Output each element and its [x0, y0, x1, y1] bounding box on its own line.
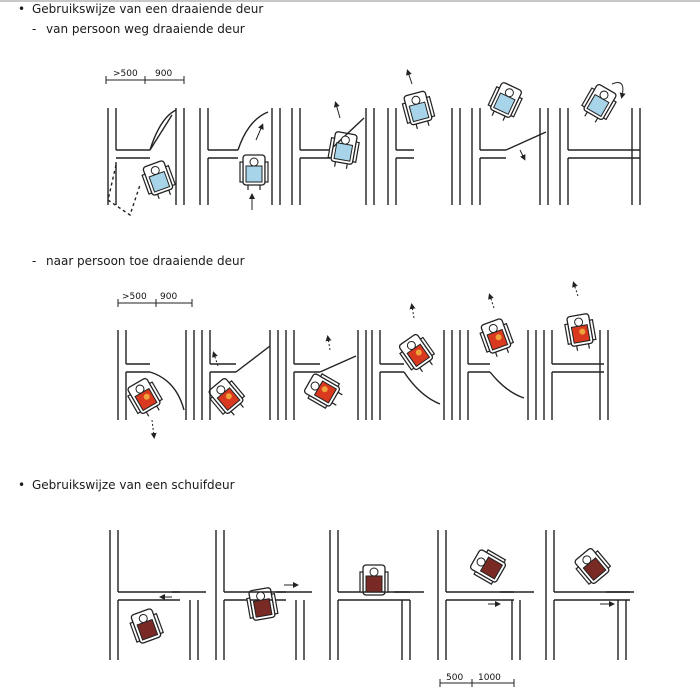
dimension-right-label: 900 [160, 292, 177, 302]
dash-marker: - [32, 254, 37, 268]
heading-revolving-door: Gebruikswijze van een draaiende deur [32, 2, 264, 16]
subheading-door-toward: naar persoon toe draaiende deur [46, 254, 245, 268]
dimension-marker-row3 [439, 679, 515, 687]
dimension-left-label: 500 [446, 673, 463, 683]
dimension-marker-row1 [105, 76, 185, 84]
dimension-left-label: >500 [113, 69, 138, 79]
dimension-right-label: 1000 [478, 673, 501, 683]
door-sequence-sliding [109, 530, 634, 660]
dimension-left-label: >500 [122, 292, 147, 302]
bullet-marker: • [18, 2, 26, 16]
bullet-marker: • [18, 478, 26, 492]
dimension-marker-row2 [117, 299, 193, 307]
subheading-door-away: van persoon weg draaiende deur [46, 22, 245, 36]
door-sequence-away [107, 108, 641, 217]
dash-marker: - [32, 22, 37, 36]
page-top-border [0, 0, 700, 2]
door-sequence-toward [117, 330, 609, 420]
heading-sliding-door: Gebruikswijze van een schuifdeur [32, 478, 235, 492]
dimension-right-label: 900 [155, 69, 172, 79]
